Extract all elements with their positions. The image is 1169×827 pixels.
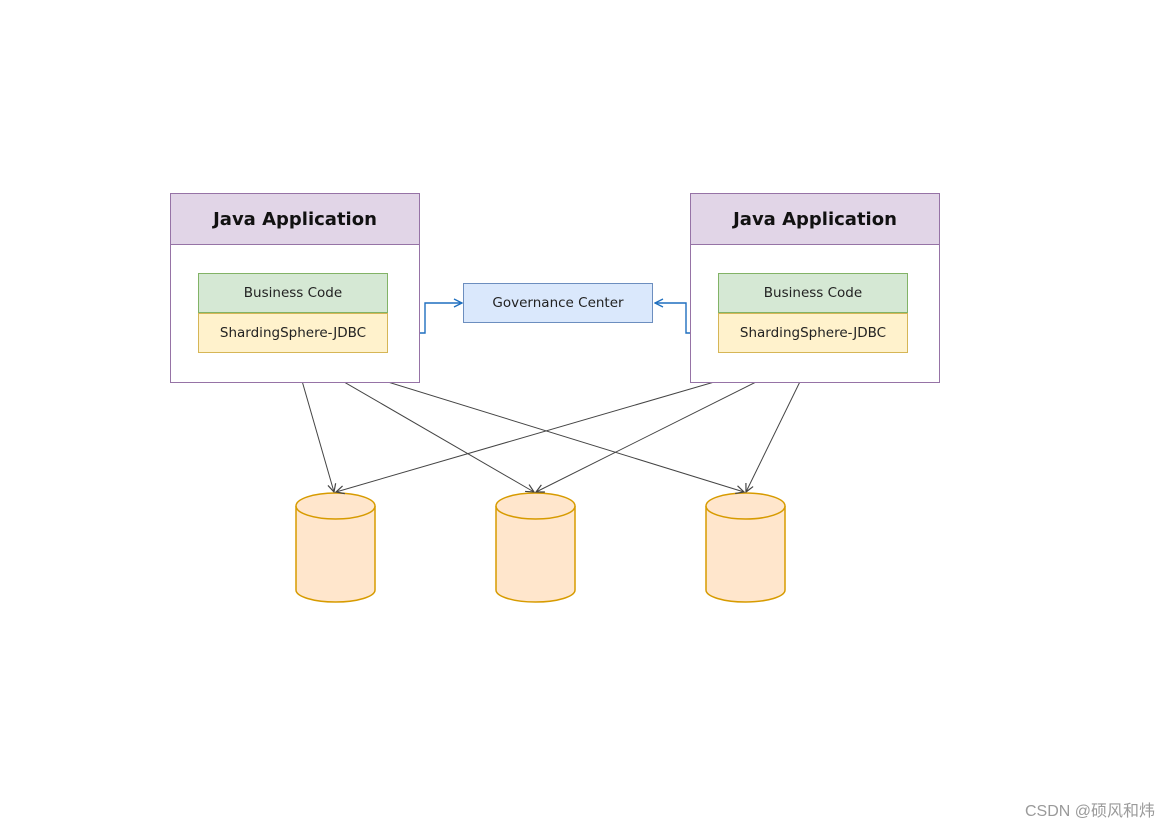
- business-code-box: Business Code: [718, 273, 908, 313]
- database-3: [705, 492, 786, 603]
- java-application-right: Java Application Business Code ShardingS…: [690, 193, 940, 383]
- business-code-box: Business Code: [198, 273, 388, 313]
- app-title: Java Application: [171, 194, 419, 245]
- governance-center-box: Governance Center: [463, 283, 653, 323]
- watermark: CSDN @硕风和炜: [1024, 803, 1155, 820]
- shardingsphere-jdbc-box: ShardingSphere-JDBC: [718, 313, 908, 353]
- app-title: Java Application: [691, 194, 939, 245]
- shardingsphere-jdbc-box: ShardingSphere-JDBC: [198, 313, 388, 353]
- java-application-left: Java Application Business Code ShardingS…: [170, 193, 420, 383]
- database-2: [495, 492, 576, 603]
- database-1: [295, 492, 376, 603]
